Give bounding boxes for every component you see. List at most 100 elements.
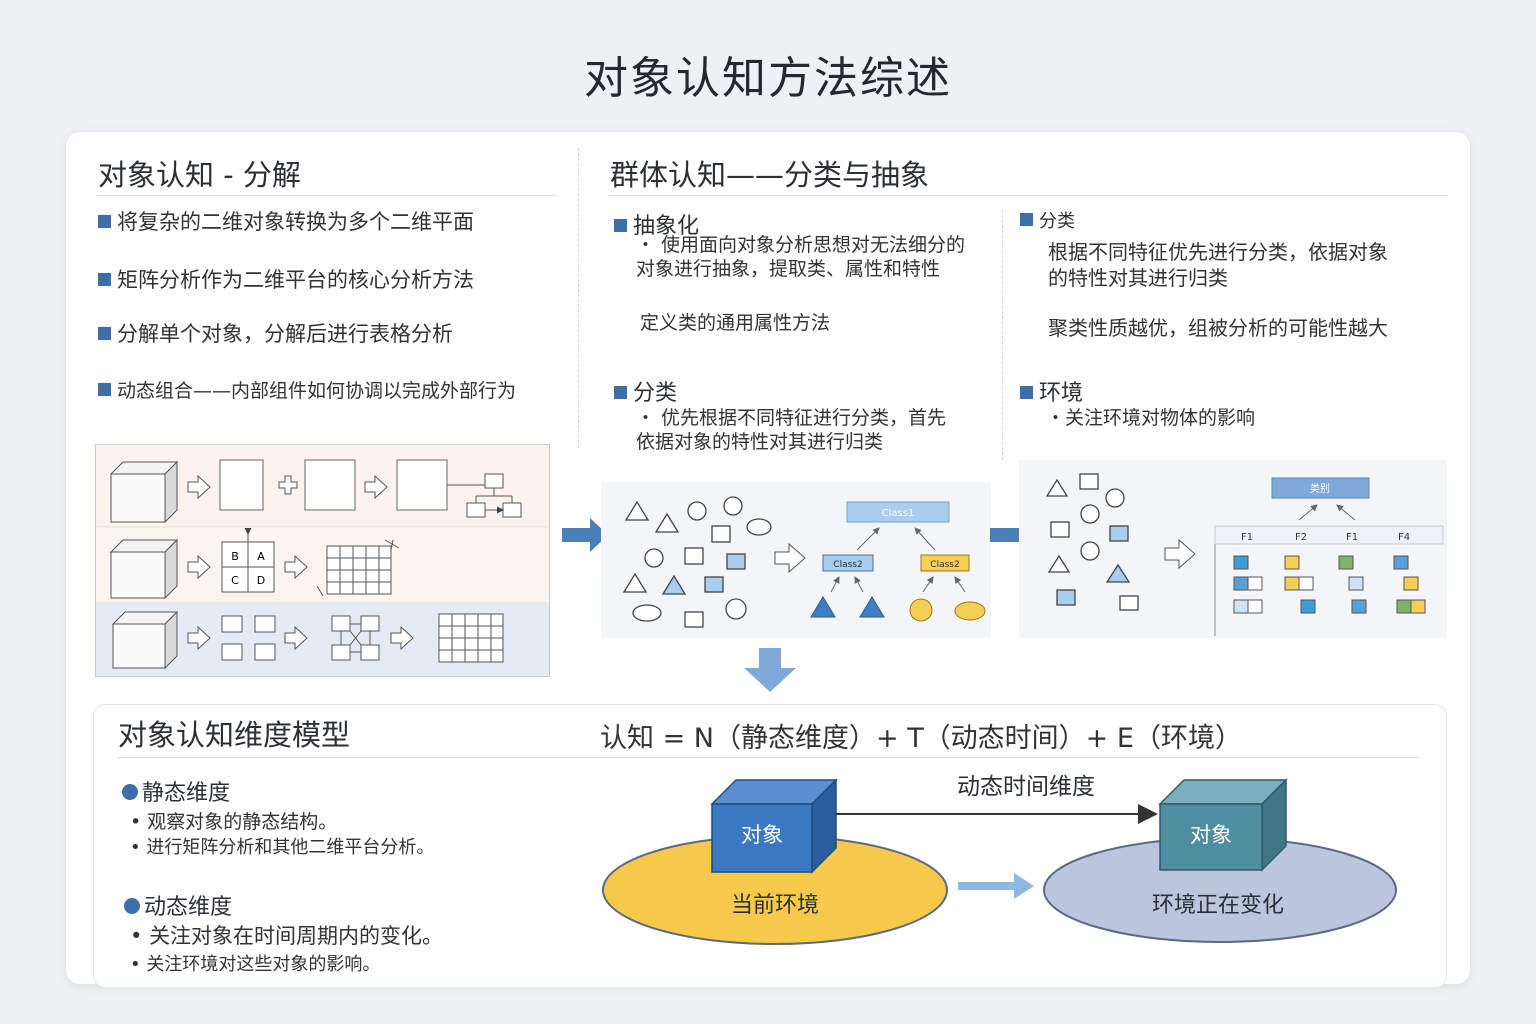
table-cell: [1233, 576, 1249, 591]
cube-icon: [109, 460, 179, 524]
square-shape-blue: [1056, 589, 1076, 606]
class-child-1-box: [822, 554, 874, 572]
table-cell: [1351, 599, 1367, 614]
square-shape-blue: [1109, 525, 1129, 542]
triangle-shape: [654, 512, 680, 533]
class-child-2-box: [920, 554, 970, 572]
table-cell: [1233, 555, 1249, 570]
split-squares: [221, 615, 276, 661]
model-title-divider: [118, 757, 1420, 758]
object-cube-teal: [1158, 778, 1288, 872]
classification-right-line-3: 聚类性质越优，组被分析的可能性越大: [1048, 316, 1388, 340]
triangle-shape-blue: [1105, 563, 1131, 583]
table-cell: [1247, 599, 1263, 614]
dimension-model-diagram: 动态时间维度 当前环境 对象 环境正在变化 对象: [602, 774, 1397, 945]
classification-heading-right: 分类: [1020, 207, 1075, 233]
classification-right-line-1: 根据不同特征优先进行分类，依据对象: [1048, 240, 1388, 264]
object-label-2: 对象: [1190, 823, 1232, 847]
table-cell: [1338, 555, 1354, 570]
transition-arrow-icon: [958, 873, 1034, 899]
triangle-shape: [624, 500, 650, 521]
arrow-right-icon: [187, 625, 211, 651]
square-shape: [711, 525, 731, 543]
cell-label-c: C: [231, 574, 239, 587]
table-root-label: 类别: [1310, 482, 1330, 495]
plus-icon: [278, 475, 298, 495]
ellipse-shape: [632, 604, 662, 622]
static-item-1: • 观察对象的静态结构。: [130, 811, 338, 833]
square-bullet-icon: [98, 215, 111, 228]
square-shape: [1050, 521, 1070, 538]
time-dimension-label: 动态时间维度: [957, 774, 1095, 800]
table-header-bg: [1214, 525, 1444, 545]
triangle-blue-filled: [810, 596, 836, 618]
abstraction-line-1: ・ 使用面向对象分析思想对无法细分的: [636, 234, 966, 256]
table-cell: [1233, 599, 1249, 614]
dynamic-heading: 动态维度: [124, 889, 232, 921]
grid-table-icon: [316, 539, 400, 597]
square-shape: [1079, 473, 1099, 490]
circle-shape: [1105, 488, 1125, 508]
arrow-right-icon: [187, 474, 211, 500]
left-bullet-3: 分解单个对象，分解后进行表格分析: [98, 322, 548, 347]
arrow-right-icon: [1164, 538, 1196, 570]
table-column-f4: F4: [1398, 532, 1410, 543]
left-bullet-2: 矩阵分析作为二维平台的核心分析方法: [98, 268, 548, 293]
class-child-1-label: Class2: [833, 560, 862, 570]
table-cell: [1298, 576, 1314, 591]
square-bullet-icon: [1020, 386, 1033, 399]
cube-icon: [109, 538, 179, 600]
cognition-formula: 认知 = N（静态维度）+ T（动态时间）+ E（环境）: [600, 723, 1242, 754]
tree-structure-icon: [447, 473, 522, 518]
arrow-right-icon: [284, 625, 308, 651]
class-root-label: Class1: [882, 508, 915, 519]
arrow-right-icon: [187, 554, 211, 580]
table-cell: [1348, 576, 1364, 591]
class-child-2-label: Class2: [930, 560, 959, 570]
arrow-right-icon: [390, 625, 414, 651]
square-bullet-icon: [98, 327, 111, 340]
model-section-title: 对象认知维度模型: [118, 718, 351, 752]
group-title-divider: [608, 195, 1448, 196]
static-heading: 静态维度: [122, 775, 230, 807]
square-bullet-icon: [98, 383, 111, 396]
grid-table-icon: [438, 613, 504, 663]
connected-squares: [331, 615, 380, 661]
table-cell: [1410, 599, 1426, 614]
arrow-right-icon: [284, 554, 308, 580]
current-environment-label: 当前环境: [731, 893, 819, 918]
left-section-title: 对象认知 - 分解: [98, 158, 301, 192]
plane-square: [396, 459, 448, 511]
circle-shape: [1080, 541, 1100, 561]
triangle-shape: [1047, 554, 1071, 573]
plane-square: [304, 459, 356, 511]
square-bullet-icon: [98, 273, 111, 286]
group-column-divider: [1002, 210, 1003, 460]
circle-shape: [725, 598, 747, 620]
abstraction-line-2: 对象进行抽象，提取类、属性和特性: [636, 258, 941, 280]
plane-square: [219, 459, 264, 511]
classification-right-line-2: 的特性对其进行归类: [1048, 266, 1228, 290]
classification-left-line-1: ・ 优先根据不同特征进行分类，首先: [636, 407, 947, 429]
flow-arrow-down-icon: [744, 648, 796, 692]
ellipse-yellow-filled: [954, 601, 986, 621]
table-column-f1: F1: [1241, 532, 1253, 543]
circle-shape: [687, 501, 707, 521]
main-title: 对象认知方法综述: [584, 53, 952, 104]
circle-shape: [1080, 504, 1100, 524]
table-root-box: [1271, 477, 1370, 499]
circle-shape: [644, 548, 664, 568]
classified-table-diagram: 类别 F1 F2 F1 F4: [1019, 460, 1447, 638]
table-cell: [1247, 576, 1263, 591]
object-label-1: 对象: [741, 823, 783, 847]
square-shape-blue: [704, 576, 724, 593]
triangle-shape: [622, 572, 648, 593]
table-cell: [1403, 576, 1419, 591]
square-shape: [684, 547, 704, 565]
circle-bullet-icon: [122, 784, 138, 800]
circle-shape: [723, 496, 743, 516]
left-bullet-1: 将复杂的二维对象转换为多个二维平面: [98, 210, 548, 235]
cell-label-d: D: [257, 574, 265, 587]
square-shape-blue: [726, 553, 746, 570]
object-cube-blue: [710, 778, 838, 874]
